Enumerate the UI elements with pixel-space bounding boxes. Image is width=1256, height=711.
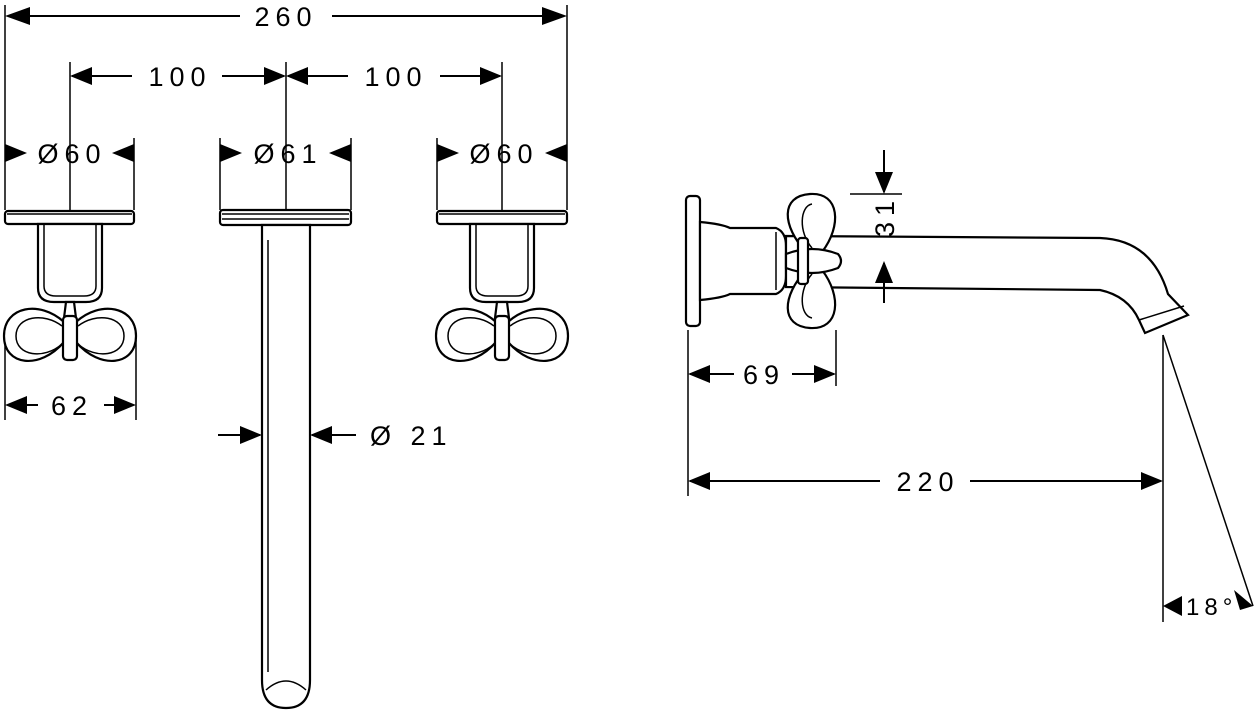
dimension-62-label: 62 xyxy=(51,391,93,421)
dimension-260-label: 260 xyxy=(254,2,317,32)
dimension-overall-width: 260 xyxy=(5,2,567,32)
dimension-spout-rosette: Ø61 xyxy=(220,139,351,169)
side-view: 31 69 220 18° xyxy=(684,150,1254,622)
spout-front xyxy=(218,208,353,710)
dimension-69-label: 69 xyxy=(743,360,785,390)
dimension-right-rosette: Ø60 xyxy=(437,139,567,169)
dimension-spacing-left: 100 xyxy=(70,62,286,92)
dimension-100-left-label: 100 xyxy=(148,62,211,92)
dimension-handle-width: 62 xyxy=(5,391,136,421)
dimension-220-label: 220 xyxy=(896,467,959,497)
dimension-projection-handle: 69 xyxy=(688,360,836,390)
dimension-100-right-label: 100 xyxy=(364,62,427,92)
left-handle-assembly xyxy=(2,209,138,363)
handle-side xyxy=(784,192,843,330)
dimension-31-label: 31 xyxy=(870,195,900,237)
dimension-spout-rosette-label: Ø61 xyxy=(253,139,322,169)
spout-side xyxy=(698,220,1190,335)
dimension-right-rosette-label: Ø60 xyxy=(469,139,538,169)
dimension-18-label: 18° xyxy=(1186,594,1237,621)
front-view: 260 100 100 Ø60 Ø61 xyxy=(2,2,570,710)
dimension-projection-spout: 220 xyxy=(688,467,1163,497)
dimension-spacing-right: 100 xyxy=(286,62,502,92)
right-handle-assembly xyxy=(434,209,570,363)
dimension-left-rosette: Ø60 xyxy=(5,139,134,169)
dimension-left-rosette-label: Ø60 xyxy=(37,139,106,169)
wall-plate xyxy=(684,194,702,328)
dimension-handle-height: 31 xyxy=(870,150,900,303)
dimension-flow-angle: 18° xyxy=(1163,590,1253,621)
dimension-spout-diameter: Ø 21 xyxy=(218,421,453,451)
dimension-spout-diameter-label: Ø 21 xyxy=(370,421,453,451)
